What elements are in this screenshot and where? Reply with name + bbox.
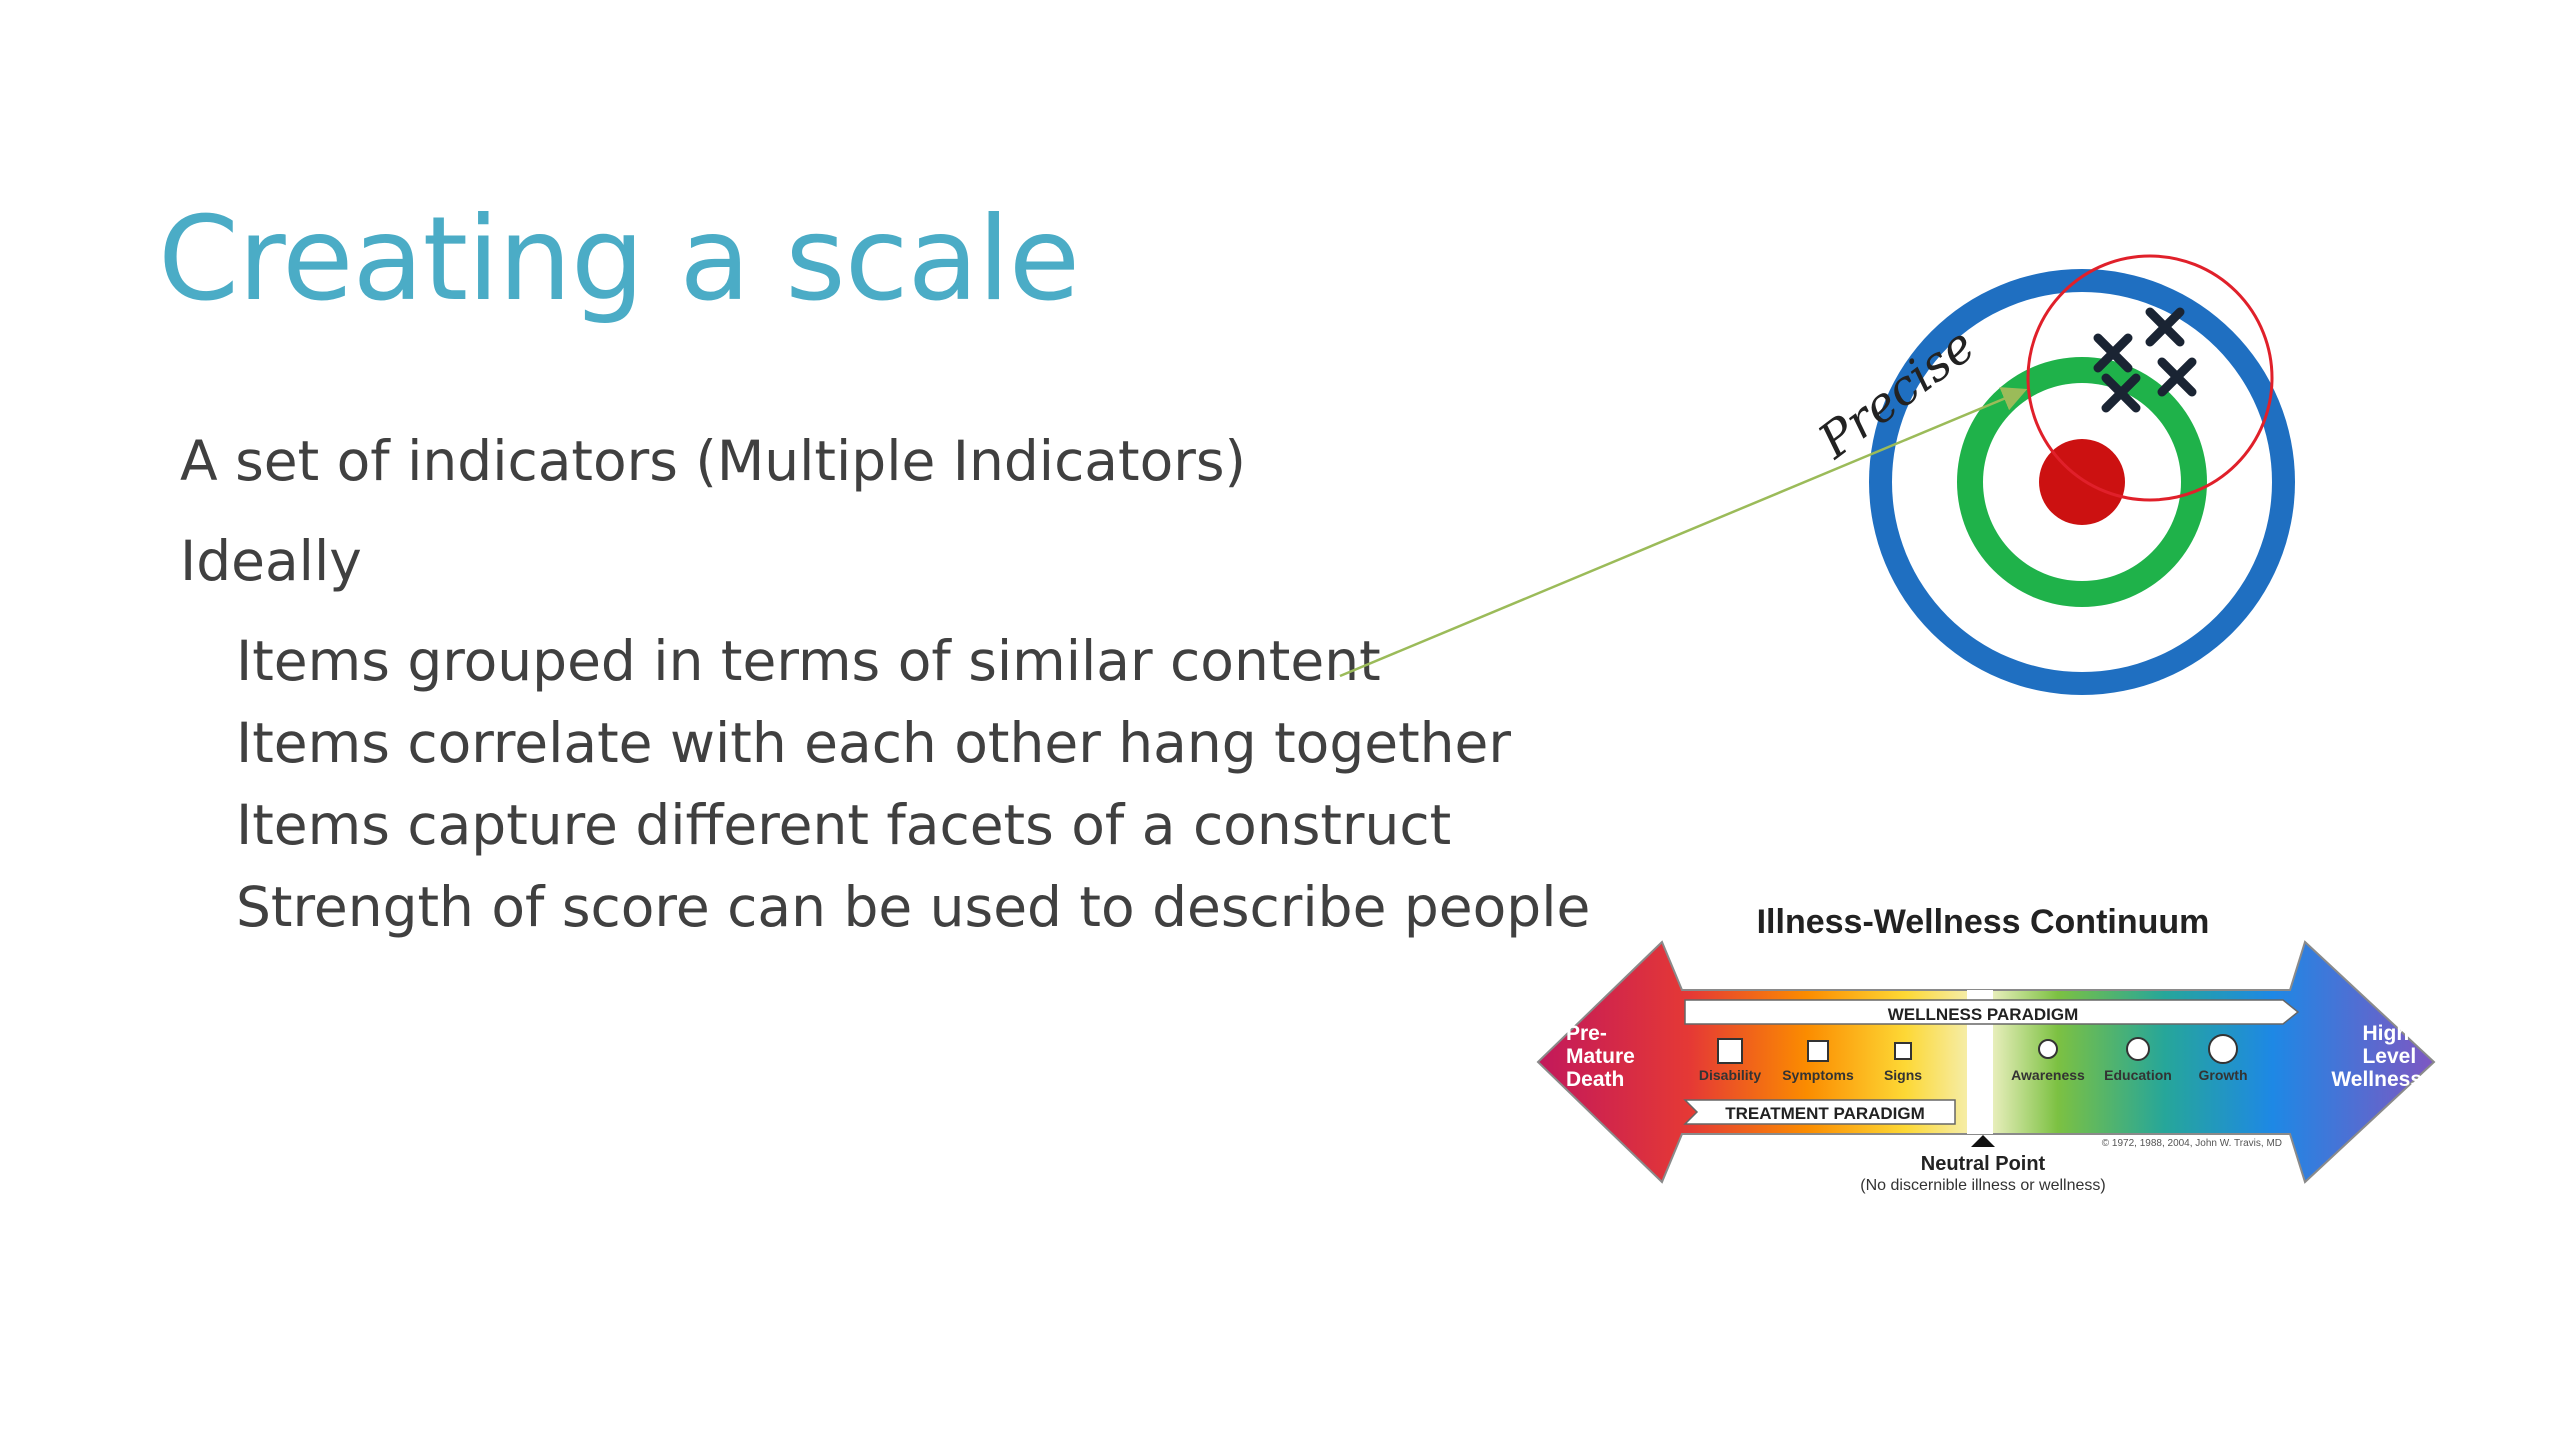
precision-circle bbox=[2026, 254, 2274, 502]
pointer-arrow bbox=[1339, 387, 2028, 678]
neutral-point-note: (No discernible illness or wellness) bbox=[1860, 1177, 2105, 1194]
sub-bullet-item: Items grouped in terms of similar conten… bbox=[236, 629, 1381, 693]
square-marker-icon bbox=[1894, 1042, 1912, 1060]
continuum-right-label: High- Level Wellness bbox=[2331, 1022, 2422, 1091]
bullet-item: Ideally bbox=[180, 529, 362, 593]
sub-bullet-item: Items capture different facets of a cons… bbox=[236, 793, 1452, 857]
wellness-paradigm-label: WELLNESS PARADIGM bbox=[1888, 1005, 2078, 1024]
treatment-paradigm-arrow bbox=[1683, 1099, 1956, 1125]
bullet-list: A set of indicators (Multiple Indicators… bbox=[180, 420, 1590, 948]
marker-label: Awareness bbox=[2011, 1067, 2085, 1083]
sub-bullet-item: Items correlate with each other hang tog… bbox=[236, 711, 1511, 775]
neutral-point-marker-icon bbox=[1971, 1135, 1995, 1147]
x-mark-icon bbox=[2093, 333, 2133, 373]
treatment-paradigm-label: TREATMENT PARADIGM bbox=[1725, 1104, 1925, 1123]
x-mark-icon bbox=[2145, 307, 2185, 347]
square-marker-icon bbox=[1717, 1038, 1743, 1064]
bullet-item: A set of indicators (Multiple Indicators… bbox=[180, 429, 1246, 493]
marker-label: Disability bbox=[1699, 1067, 1761, 1083]
square-marker-icon bbox=[1807, 1040, 1829, 1062]
target-diagram: Precise bbox=[1808, 254, 2295, 695]
x-mark-icon bbox=[2101, 373, 2141, 413]
circle-marker-icon bbox=[2126, 1037, 2150, 1061]
marker-label: Growth bbox=[2199, 1067, 2248, 1083]
slide-title: Creating a scale bbox=[158, 192, 1080, 327]
wellness-paradigm-arrow bbox=[1684, 999, 2300, 1025]
circle-marker-icon bbox=[2208, 1034, 2238, 1064]
neutral-point-label: Neutral Point bbox=[1921, 1153, 2046, 1175]
marker-label: Education bbox=[2104, 1067, 2172, 1083]
x-mark-icon bbox=[2157, 357, 2197, 397]
circle-marker-icon bbox=[2038, 1039, 2058, 1059]
continuum-title: Illness-Wellness Continuum bbox=[1757, 903, 2210, 941]
continuum-left-label: Pre- Mature Death bbox=[1566, 1022, 1641, 1091]
marker-label: Symptoms bbox=[1782, 1067, 1854, 1083]
continuum-diagram: Illness-Wellness Continuum WELLNESS PARA… bbox=[1536, 903, 2436, 1194]
copyright-note: © 1972, 1988, 2004, John W. Travis, MD bbox=[2102, 1138, 2282, 1149]
marker-label: Signs bbox=[1884, 1067, 1922, 1083]
sub-bullet-item: Strength of score can be used to describ… bbox=[236, 875, 1591, 939]
